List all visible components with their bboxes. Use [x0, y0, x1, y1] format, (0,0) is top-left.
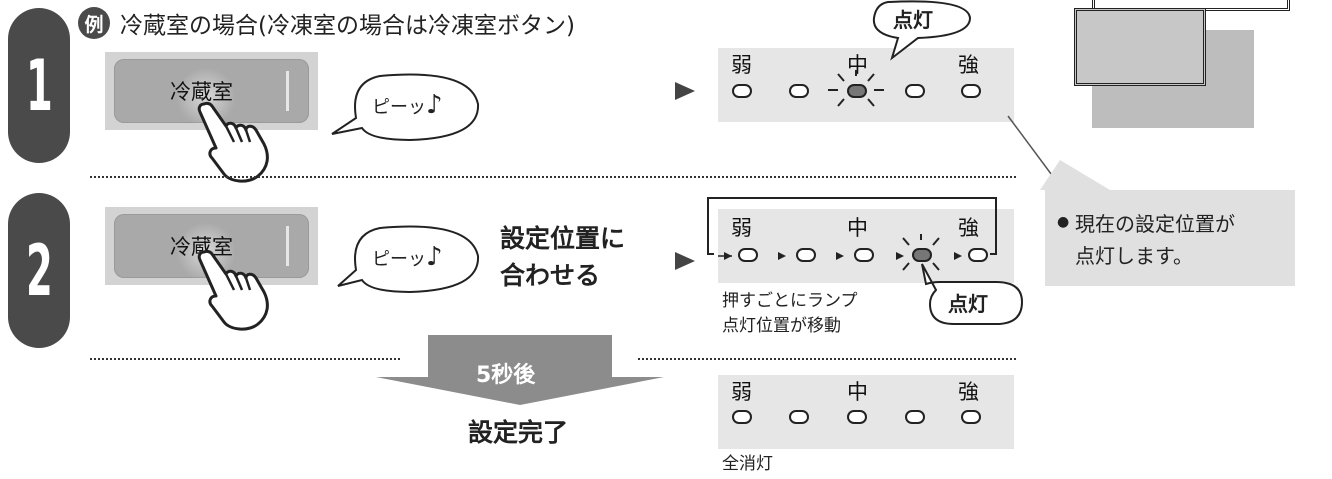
lamp-2: [789, 84, 809, 98]
all-off-label: 全消灯: [722, 454, 773, 474]
lamp-3-lit: [847, 84, 867, 98]
arrow-right-icon: [675, 82, 695, 100]
lamp-label-strong: 強: [958, 53, 979, 77]
lamp-label-weak: 弱: [731, 53, 752, 77]
lamp-1: [732, 84, 752, 98]
beep-bubble-1: [331, 73, 480, 142]
lamp-4: [905, 410, 925, 424]
music-note-icon: ♪: [426, 90, 443, 120]
note-line1: 現在の設定位置が: [1075, 212, 1235, 236]
note-box: ● 現在の設定位置が 点灯します。: [1045, 190, 1295, 286]
lamp-5: [961, 410, 981, 424]
step-2-number: 2: [25, 229, 53, 312]
lamp-label-mid: 中: [847, 380, 868, 404]
lamp-label-weak: 弱: [731, 216, 752, 240]
separator-1: [90, 176, 1016, 178]
delay-label: 5秒後: [476, 363, 536, 388]
separator-2-right: [638, 358, 1016, 360]
lit-bubble-top: [872, 0, 972, 61]
lit-label-top: 点灯: [893, 8, 933, 32]
complete-label: 設定完了: [468, 418, 569, 447]
note-bullet: ●: [1057, 214, 1070, 230]
step2-caption-line2: 点灯位置が移動: [722, 316, 841, 336]
down-arrow-shape: [376, 335, 664, 405]
lamp-label-strong: 強: [958, 380, 979, 404]
step2-instruction-line2: 合わせる: [500, 261, 601, 290]
lamp-1: [732, 410, 752, 424]
fridge-illustration: [1066, 0, 1296, 130]
beep-label: ピーッ: [372, 97, 426, 118]
step1-fridge-button[interactable]: 冷蔵室: [114, 59, 309, 127]
button-divider: [286, 71, 289, 111]
pointing-hand-icon: [197, 101, 269, 183]
fridge-button-label: 冷蔵室: [170, 80, 233, 104]
leader-line: [1007, 115, 1110, 190]
sparkle-icon: [828, 70, 884, 107]
lamp-3: [854, 248, 874, 262]
lamp-2: [796, 248, 816, 262]
lamp-4: [905, 84, 925, 98]
lamp-label-mid: 中: [847, 216, 868, 240]
beep-text-2: ピーッ♪: [372, 242, 443, 272]
button-divider: [286, 226, 289, 266]
step-1-number: 1: [25, 44, 53, 127]
example-header: 例 冷蔵室の場合(冷凍室の場合は冷凍室ボタン): [78, 6, 575, 40]
lamp-label-strong: 強: [958, 216, 979, 240]
separator-2-left: [90, 358, 400, 360]
sparkle-icon: [902, 234, 940, 271]
lamp-5: [968, 248, 988, 262]
note-line2: 点灯します。: [1075, 244, 1193, 268]
lamp-panel-2: [718, 209, 1014, 283]
cycle-bracket: [707, 197, 997, 255]
fridge-highlight-frame: [1074, 8, 1206, 86]
example-text: 冷蔵室の場合(冷凍室の場合は冷凍室ボタン): [120, 13, 575, 39]
lamp-1: [738, 248, 758, 262]
pointing-hand-icon: [197, 249, 269, 331]
example-badge: 例: [78, 7, 110, 39]
lamp-2: [789, 410, 809, 424]
step-1-marker: 1: [8, 8, 70, 163]
step2-instruction-line1: 設定位置に: [500, 224, 626, 253]
lamp-3: [847, 410, 867, 424]
music-note-icon: ♪: [426, 242, 443, 272]
arrow-right-icon: [675, 252, 695, 270]
beep-text-1: ピーッ♪: [372, 90, 443, 120]
lamp-label-weak: 弱: [731, 380, 752, 404]
lit-bubble-bottom: [921, 263, 1024, 325]
step2-caption-line1: 押すごとにランプ: [722, 291, 858, 311]
lamp-5: [961, 84, 981, 98]
beep-bubble-2: [337, 225, 480, 294]
lit-label-bottom: 点灯: [948, 292, 988, 316]
step-arrows: [718, 252, 962, 260]
step-2-marker: 2: [8, 193, 70, 348]
lamp-4-lit: [912, 248, 932, 262]
beep-label: ピーッ: [372, 249, 426, 270]
lamp-label-mid: 中: [847, 53, 868, 77]
